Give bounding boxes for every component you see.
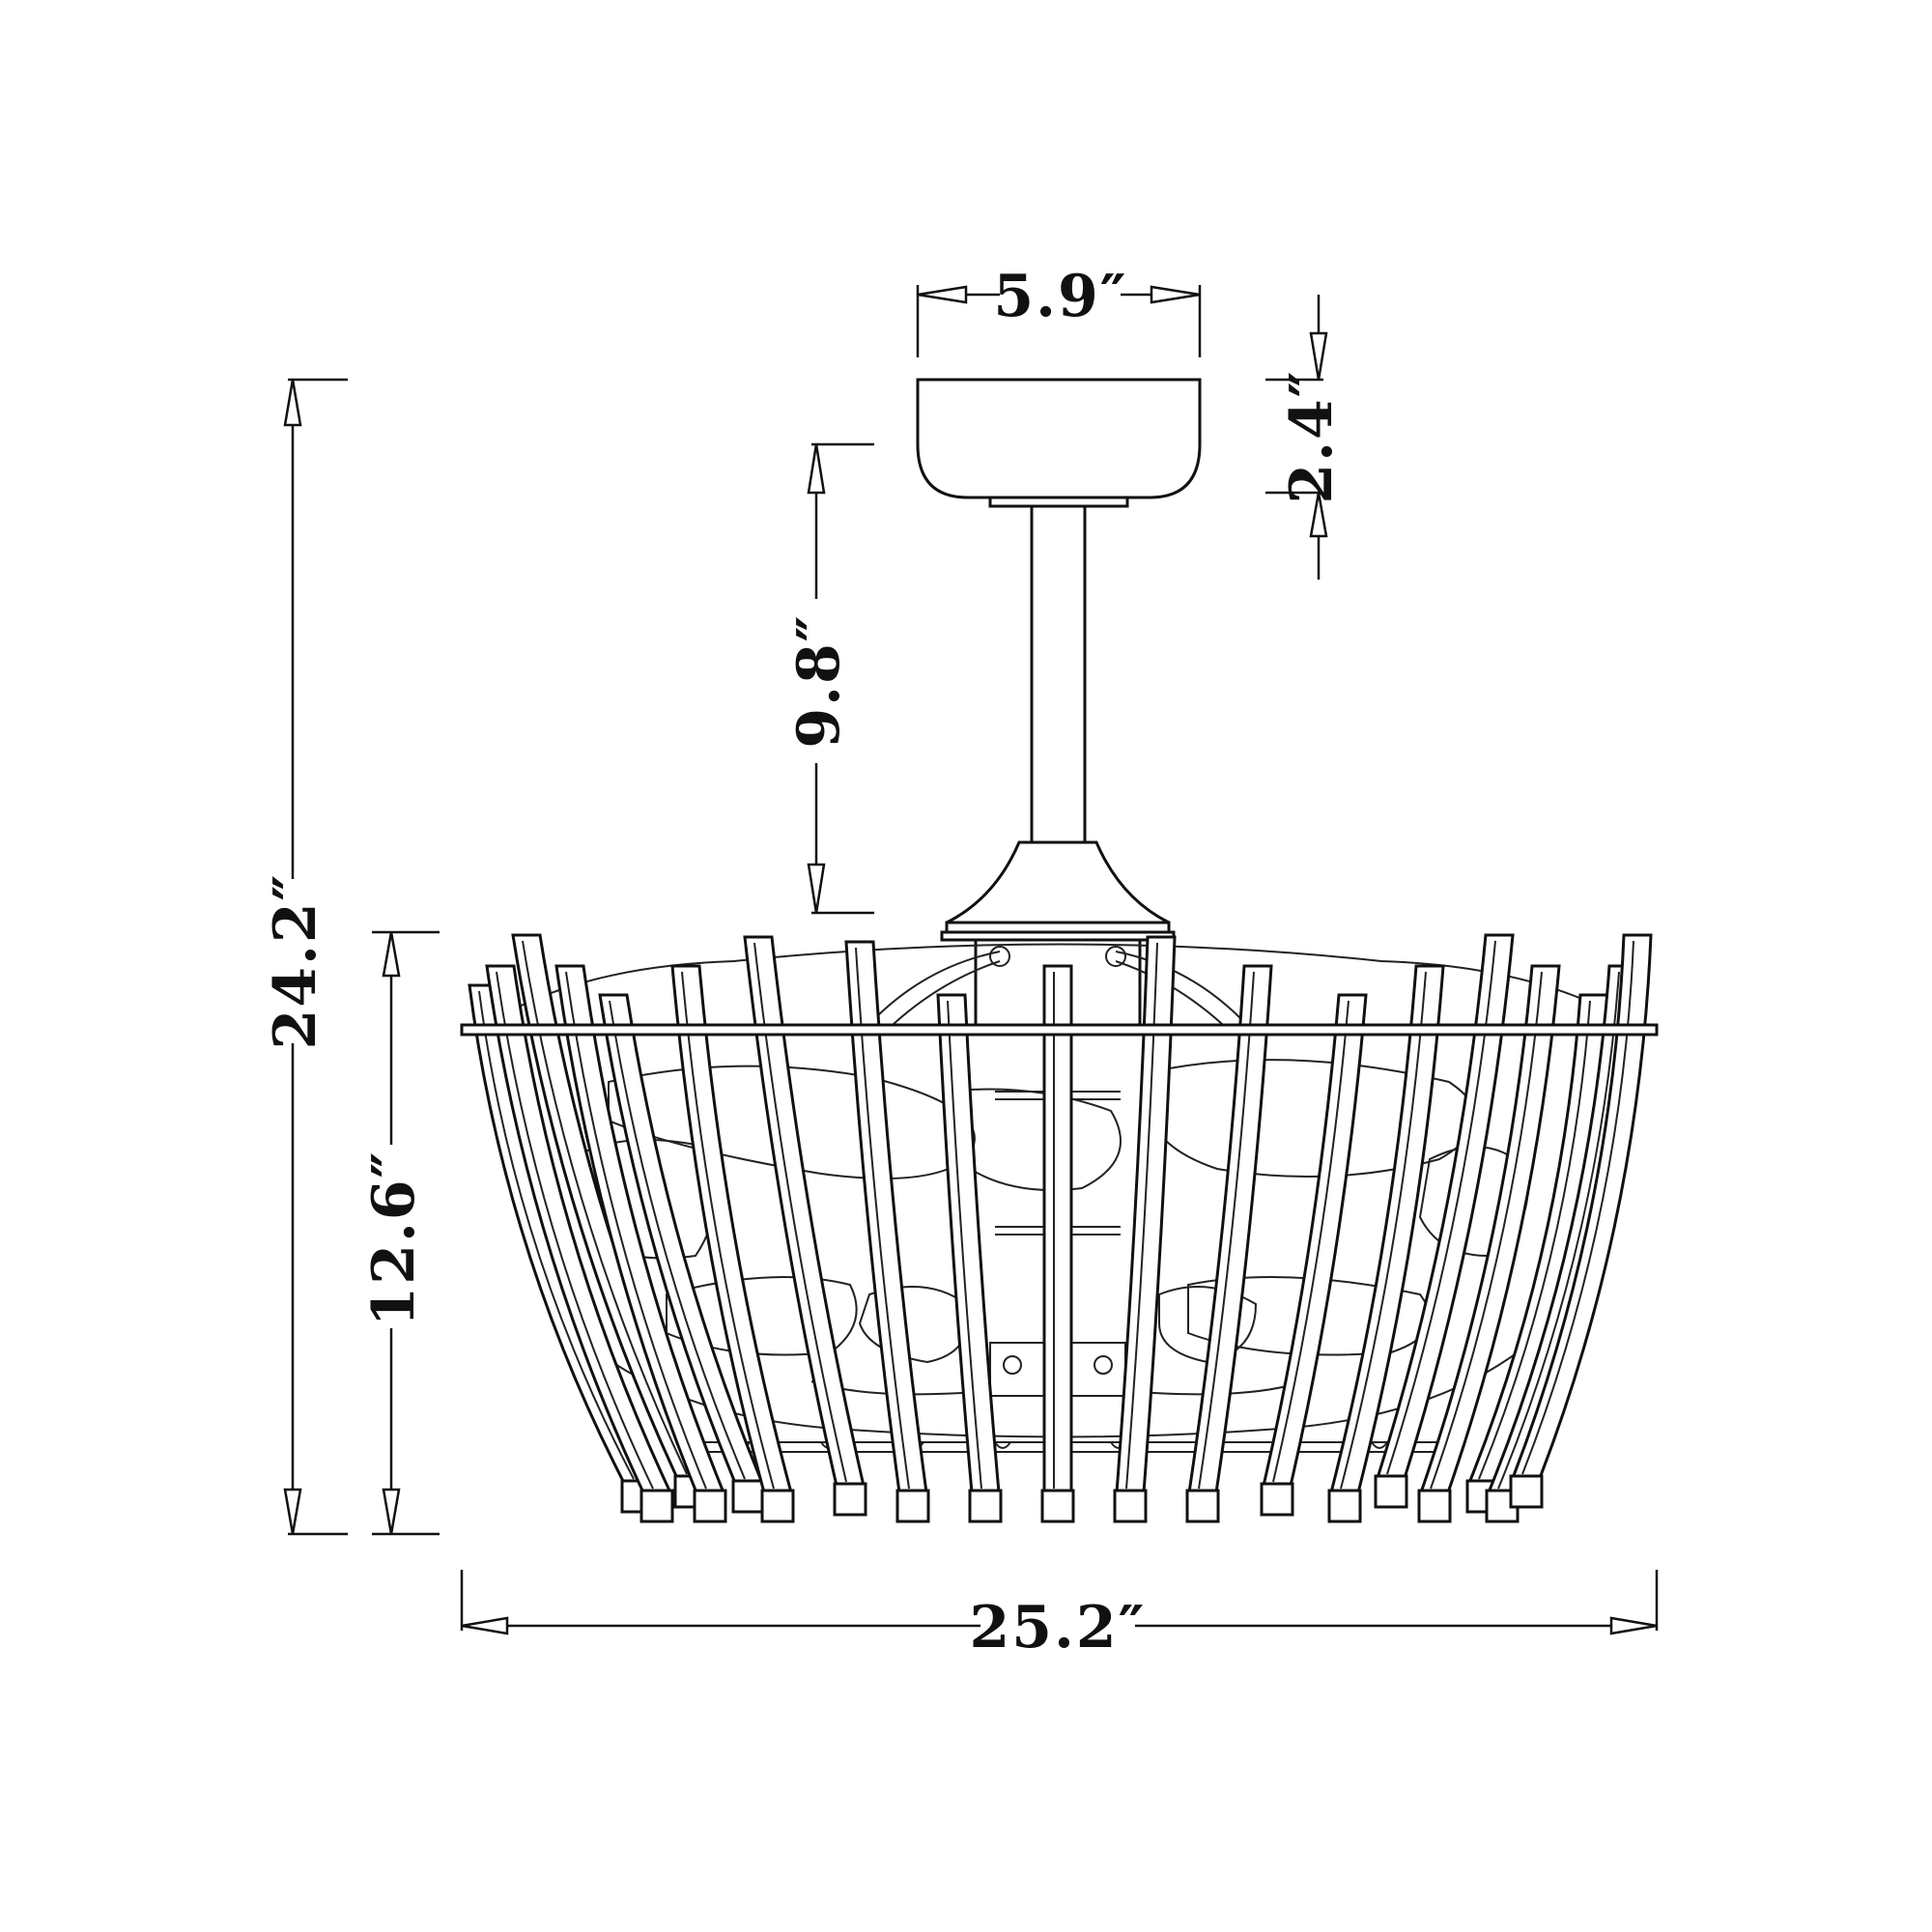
dimension-cage-width: 25.2″ [460, 1570, 1659, 1662]
slat-2-edge [496, 971, 654, 1490]
slat-10 [1042, 964, 1073, 1494]
canopy [916, 378, 1202, 508]
canopy-height-label: 2.4″ [1278, 369, 1346, 503]
slat-19-cap [1509, 1474, 1544, 1509]
motor-housing [873, 840, 1242, 1029]
dimension-canopy-height: 2.4″ [1265, 295, 1346, 580]
slat-9-edge [947, 1000, 982, 1490]
dimension-cage-height: 12.6″ [360, 930, 440, 1536]
slat-4-edge [565, 971, 707, 1490]
slat-15-cap [1374, 1474, 1408, 1509]
slat-16-edge [1430, 971, 1543, 1490]
slat-15-edge [1386, 940, 1496, 1475]
cage-slats [468, 933, 1653, 1523]
slat-4-cap [693, 1489, 727, 1523]
slat-7-cap [833, 1482, 867, 1517]
slat-13-cap [1260, 1482, 1294, 1517]
dimension-overall-height: 24.2″ [262, 378, 348, 1536]
cage-height-label: 12.6″ [360, 1151, 428, 1327]
slat-14-edge [1340, 971, 1427, 1490]
slat-6-edge [681, 971, 775, 1490]
slat-5-edge [609, 1000, 746, 1480]
slat-10-cap [1040, 1489, 1075, 1523]
slat-14-cap [1327, 1489, 1362, 1523]
slat-1-edge [478, 990, 635, 1480]
slat-13-edge [1272, 1000, 1350, 1483]
slat-17-edge [1478, 1000, 1591, 1480]
slat-8-cap [895, 1489, 930, 1523]
downrod-length-label: 9.8″ [785, 613, 853, 748]
slat-11-edge [1125, 942, 1158, 1490]
downrod [1030, 506, 1087, 842]
slat-12 [1187, 964, 1273, 1494]
slat-7-edge [753, 942, 847, 1483]
slat-2-cap [639, 1489, 674, 1523]
canopy-width-label: 5.9″ [993, 263, 1127, 330]
cage-width-label: 25.2″ [970, 1594, 1147, 1662]
top-rim [460, 1023, 1659, 1037]
slat-11 [1115, 935, 1177, 1494]
slat-11-cap [1113, 1489, 1148, 1523]
slat-9-cap [968, 1489, 1003, 1523]
slat-12-edge [1198, 971, 1255, 1490]
overall-height-label: 24.2″ [262, 873, 329, 1050]
dimension-downrod: 9.8″ [785, 442, 874, 915]
slat-6-cap [760, 1489, 795, 1523]
slat-16-cap [1417, 1489, 1452, 1523]
slat-18-edge [1497, 971, 1620, 1490]
slat-12-cap [1185, 1489, 1220, 1523]
slat-5-cap [731, 1479, 766, 1514]
slat-19-edge [1521, 940, 1634, 1475]
slat-3-edge [522, 940, 688, 1475]
slat-9 [936, 993, 1001, 1494]
dimension-canopy-width: 5.9″ [916, 263, 1202, 357]
